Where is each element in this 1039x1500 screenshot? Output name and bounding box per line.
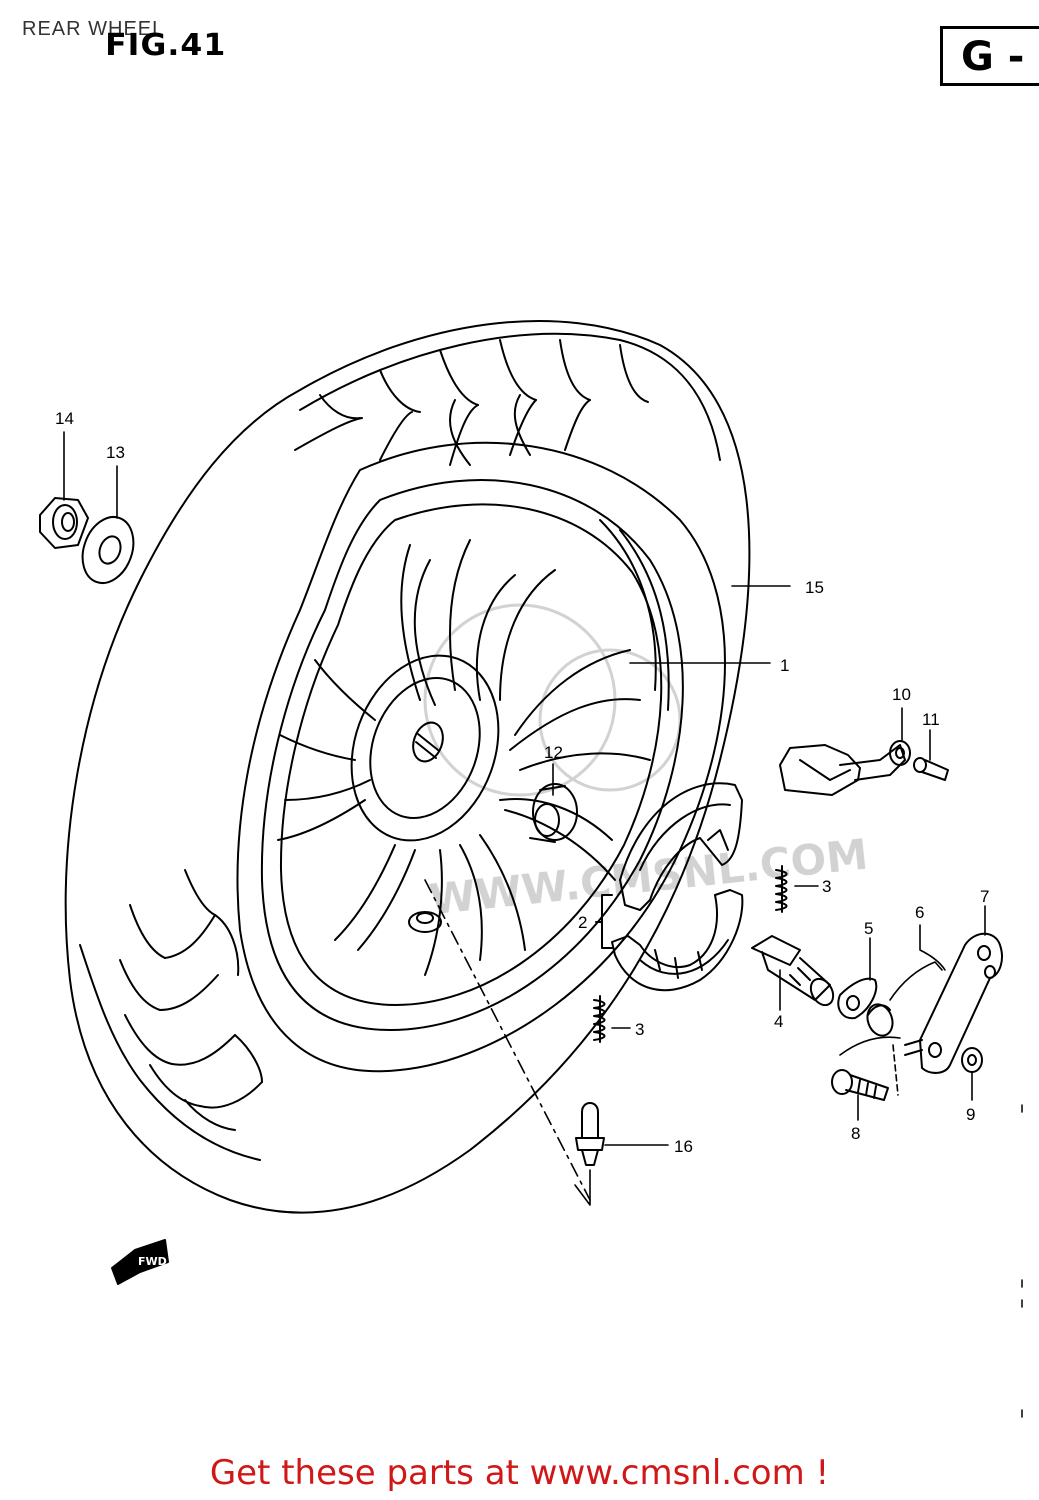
callout-4: 4 [774, 1012, 783, 1031]
svg-text:FWD: FWD [138, 1255, 167, 1268]
callout-2: 2 [578, 913, 587, 932]
valve-part-16[interactable] [575, 1102, 605, 1166]
group-code-box: G - [940, 26, 1039, 86]
callout-14: 14 [55, 409, 74, 428]
figure-label: FIG.41 [105, 28, 227, 63]
brake-lever-part-7[interactable] [904, 932, 1003, 1074]
callout-13: 13 [106, 443, 125, 462]
brake-shoe-part-2[interactable] [595, 782, 744, 992]
forward-arrow-icon: FWD [111, 1239, 169, 1285]
callout-3-upper: 3 [822, 877, 831, 896]
washer-part-13[interactable] [74, 510, 142, 590]
spring-part-3-upper[interactable] [775, 865, 788, 913]
callout-12: 12 [544, 743, 563, 762]
callout-16: 16 [674, 1137, 693, 1156]
callout-7: 7 [980, 887, 989, 906]
stopper-part-10[interactable] [779, 740, 911, 796]
callout-3-lower: 3 [635, 1020, 644, 1039]
tire-part-15[interactable] [64, 319, 751, 1214]
callout-11: 11 [922, 710, 940, 729]
nut-part-14[interactable] [39, 497, 89, 549]
screw-part-11[interactable] [913, 757, 949, 781]
bearing-part-12[interactable] [529, 783, 578, 843]
callout-9: 9 [966, 1105, 975, 1124]
get-parts-link[interactable]: Get these parts at www.cmsnl.com ! [209, 1453, 830, 1493]
spring-part-3-lower[interactable] [593, 995, 606, 1043]
callout-6: 6 [915, 903, 924, 922]
callout-1: 1 [780, 656, 789, 675]
nut-part-9[interactable] [961, 1047, 983, 1073]
oil-seal-part-6[interactable] [863, 1001, 896, 1039]
callout-15: 15 [805, 578, 824, 597]
bolt-part-8[interactable] [831, 1069, 889, 1101]
callout-10: 10 [892, 685, 911, 704]
callout-8: 8 [851, 1124, 860, 1143]
cmsnl-watermark: WWW.CMSNL.COM [423, 603, 870, 924]
wheel-rim-part-1[interactable] [260, 479, 684, 1031]
callout-5: 5 [864, 919, 873, 938]
indicator-plate-part-5[interactable] [837, 977, 878, 1020]
brake-cam-part-4[interactable] [751, 935, 838, 1009]
page-title: REAR WHEEL [22, 18, 165, 40]
